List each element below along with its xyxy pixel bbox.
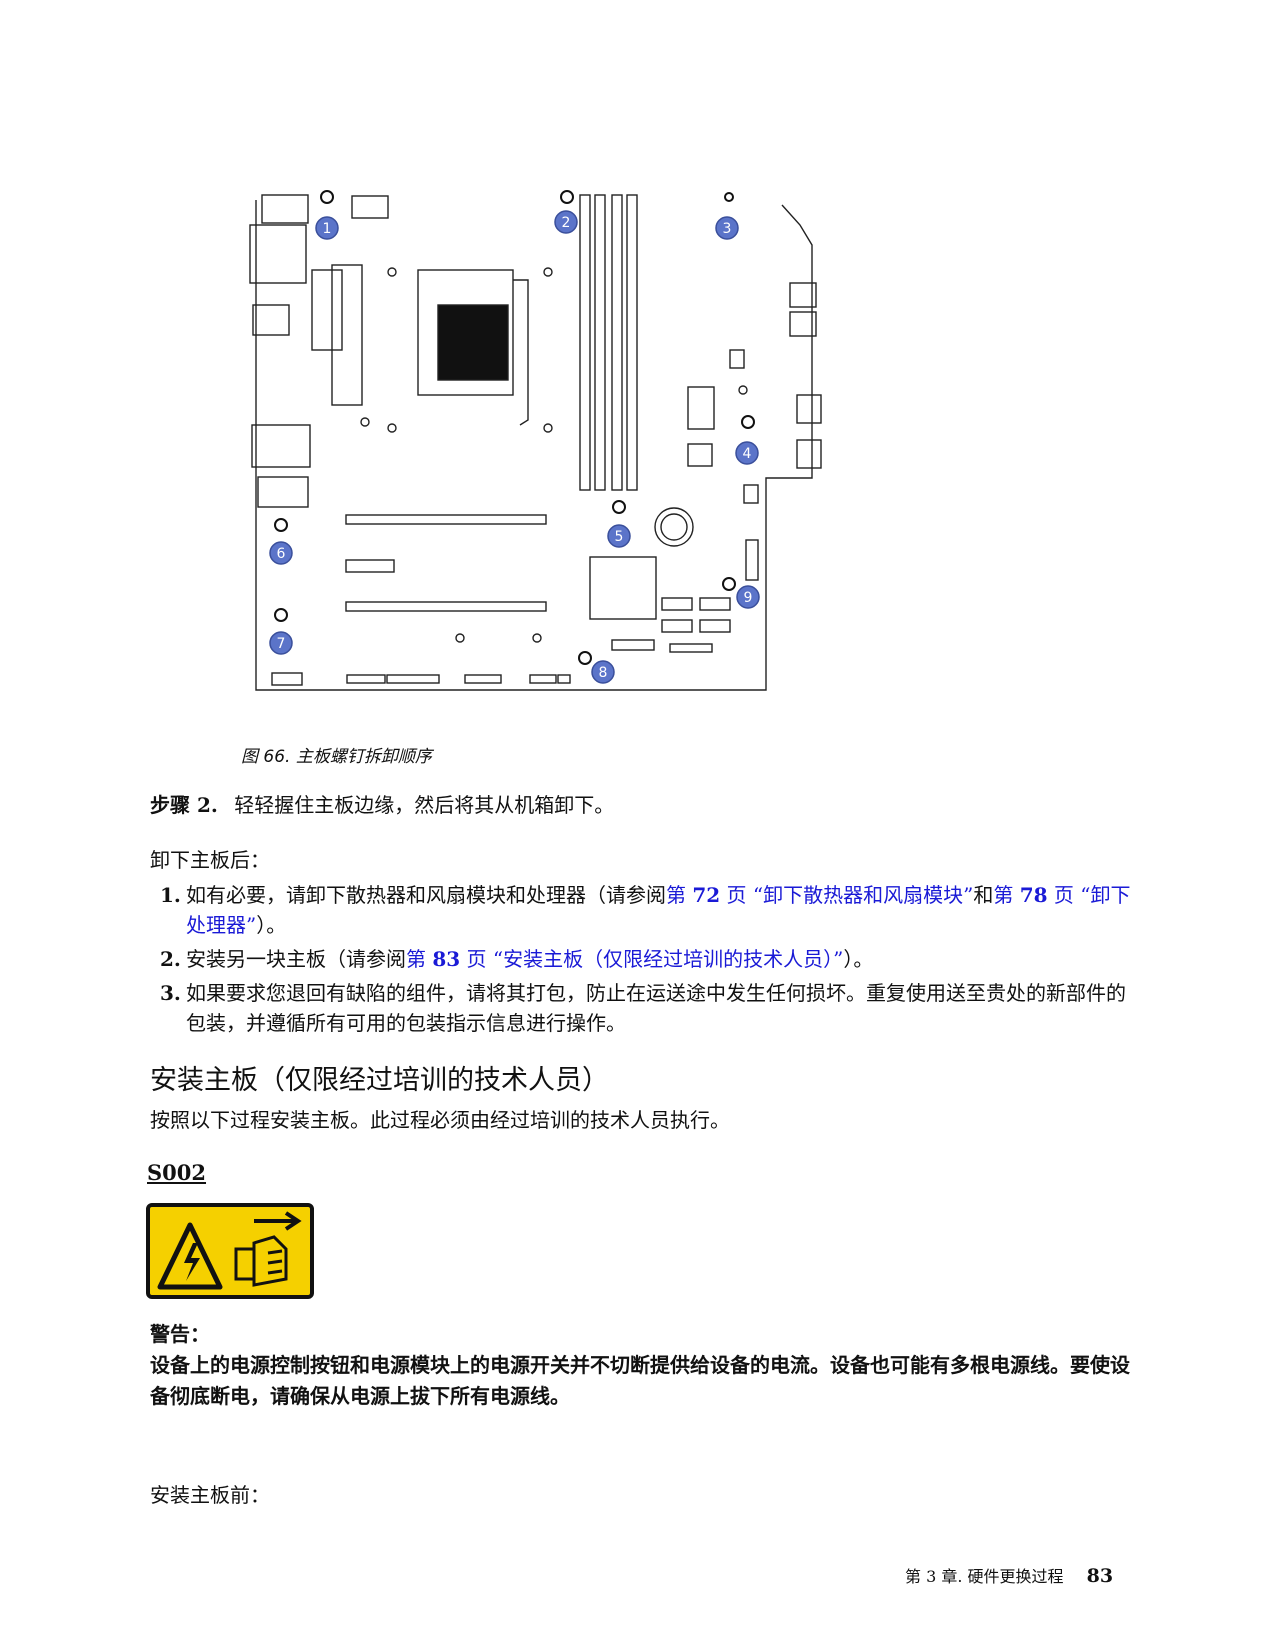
footer-chapter: 第 3 章. 硬件更换过程 bbox=[905, 1567, 1064, 1586]
svg-text:1: 1 bbox=[323, 221, 332, 237]
safety-code: S002 bbox=[147, 1160, 207, 1185]
screw-marker-7 bbox=[269, 631, 293, 655]
screw-marker-5 bbox=[607, 524, 631, 548]
svg-text:7: 7 bbox=[277, 636, 286, 652]
list-item: 3. 如果要求您退回有缺陷的组件，请将其打包，防止在运送途中发生任何损坏。重复使… bbox=[160, 981, 1126, 1035]
step-2-text: 轻轻握住主板边缘，然后将其从机箱卸下。 bbox=[234, 793, 615, 817]
svg-text:9: 9 bbox=[744, 590, 753, 606]
after-removal-heading: 卸下主板后： bbox=[150, 848, 270, 872]
step-2-label: 步骤 2. bbox=[150, 793, 218, 817]
link-remove-processor[interactable]: 第 78 页 “卸下处理器” bbox=[186, 883, 1131, 937]
figure-caption: 图 66. 主板螺钉拆卸顺序 bbox=[241, 747, 432, 767]
after-removal-list: 1. 如有必要，请卸下散热器和风扇模块和处理器（请参阅第 72 页 “卸下散热器… bbox=[150, 880, 1140, 1042]
warning-label: 警告： bbox=[150, 1322, 210, 1346]
page-number: 83 bbox=[1086, 1565, 1114, 1587]
link-remove-heatsink[interactable]: 第 72 页 “卸下散热器和风扇模块” bbox=[666, 883, 974, 907]
svg-text:6: 6 bbox=[277, 546, 286, 562]
electrical-hazard-icon bbox=[146, 1203, 314, 1299]
page-footer: 第 3 章. 硬件更换过程 83 bbox=[905, 1563, 1113, 1587]
svg-text:4: 4 bbox=[743, 446, 752, 462]
warning-text: 设备上的电源控制按钮和电源模块上的电源开关并不切断提供给设备的电流。设备也可能有… bbox=[150, 1353, 1130, 1408]
before-install-heading: 安装主板前： bbox=[150, 1483, 270, 1507]
list-item: 2. 安装另一块主板（请参阅第 83 页 “安装主板（仅限经过培训的技术人员）”… bbox=[160, 947, 874, 971]
svg-text:2: 2 bbox=[562, 215, 571, 231]
step-2: 步骤 2. 轻轻握住主板边缘，然后将其从机箱卸下。 bbox=[150, 790, 614, 820]
screw-marker-8 bbox=[591, 660, 615, 684]
svg-text:8: 8 bbox=[599, 665, 608, 681]
link-install-motherboard[interactable]: 第 83 页 “安装主板（仅限经过培训的技术人员）” bbox=[406, 947, 844, 971]
screw-marker-1 bbox=[315, 216, 339, 240]
section-intro: 按照以下过程安装主板。此过程必须由经过培训的技术人员执行。 bbox=[150, 1108, 730, 1132]
screw-marker-3 bbox=[715, 216, 739, 240]
screw-marker-2 bbox=[554, 210, 578, 234]
list-item: 1. 如有必要，请卸下散热器和风扇模块和处理器（请参阅第 72 页 “卸下散热器… bbox=[160, 883, 1131, 937]
screw-marker-6 bbox=[269, 541, 293, 565]
screw-marker-4 bbox=[735, 441, 759, 465]
svg-text:5: 5 bbox=[615, 529, 624, 545]
section-title: 安装主板（仅限经过培训的技术人员） bbox=[150, 1065, 609, 1096]
svg-text:3: 3 bbox=[723, 221, 732, 237]
screw-marker-9 bbox=[736, 585, 760, 609]
motherboard-screw-diagram: 1 2 3 4 5 6 7 8 9 bbox=[249, 190, 822, 691]
